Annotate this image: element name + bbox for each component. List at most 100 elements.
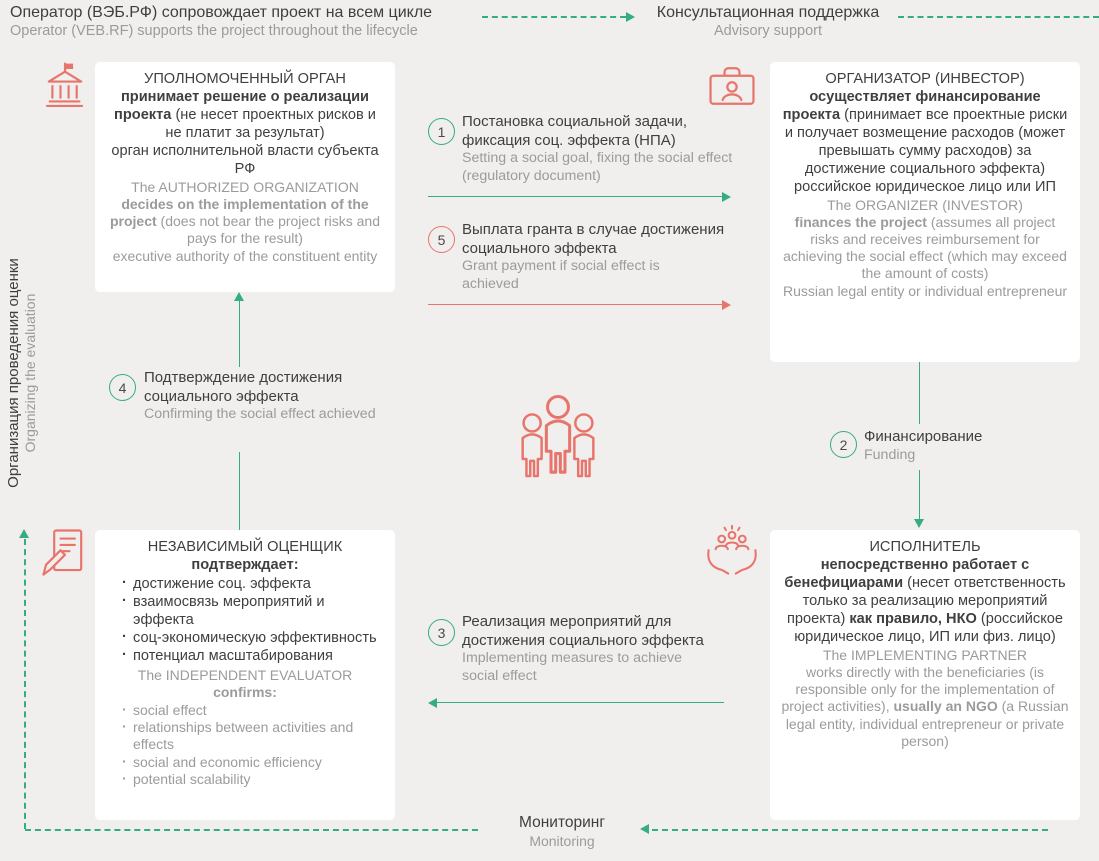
organizer-sub-ru: российское юридическое лицо или ИП: [794, 178, 1056, 195]
advisory-label-en: Advisory support: [714, 23, 822, 39]
step-1-number: 1: [437, 123, 446, 140]
implementer-text-ru: непосредственно работает с бенефициарами…: [781, 557, 1069, 647]
organizer-bold-ru: осуществляет финансирование проекта: [782, 88, 1041, 123]
step-4-text-en: Confirming the social effect achieved: [144, 406, 376, 423]
monitoring-dashed-line-right: [652, 829, 1048, 831]
authorized-text-ru: принимает решение о реализации проекта (…: [106, 89, 384, 143]
step-3-arrowhead-icon: [428, 698, 437, 708]
step-2-number: 2: [839, 436, 848, 453]
step-2-text-en: Funding: [864, 446, 916, 463]
authorized-organization-card: УПОЛНОМОЧЕННЫЙ ОРГАН принимает решение о…: [95, 62, 395, 292]
evaluator-bullet-ru: достижение соц. эффекта: [120, 575, 384, 594]
step-4-badge: 4: [109, 374, 136, 401]
monitoring-up-arrowhead-icon: [19, 529, 29, 538]
evaluator-bullet-ru: соц-экономическую эффективность: [120, 629, 384, 648]
implementer-title-en: The IMPLEMENTING PARTNER: [822, 646, 1028, 663]
step-1-badge: 1: [428, 118, 455, 145]
organizer-note-ru: (принимает все проектные риски и получае…: [784, 106, 1068, 177]
organizer-investor-card: ОРГАНИЗАТОР (ИНВЕСТОР) осуществляет фина…: [770, 62, 1080, 362]
authorized-title-en: The AUTHORIZED ORGANIZATION: [131, 178, 359, 195]
monitoring-arrowhead-icon: [640, 824, 649, 834]
evaluator-bullet-ru: потенциал масштабирования: [120, 647, 384, 666]
step-2-arrow-line-lower: [919, 470, 920, 519]
step-4-number: 4: [118, 379, 127, 396]
implementer-bold-en: usually an NGO: [893, 698, 998, 715]
evaluator-bullets-ru: достижение соц. эффекта взаимосвязь меро…: [120, 575, 384, 666]
evaluator-title-ru: НЕЗАВИСИМЫЙ ОЦЕНЩИК: [147, 539, 343, 555]
organizer-text-en: finances the project (assumes all projec…: [781, 214, 1069, 283]
advisory-label-ru: Консультационная поддержка: [656, 4, 880, 21]
people-group-icon: [521, 395, 595, 478]
step-2-text-ru: Финансирование: [864, 428, 983, 445]
evaluator-title-en: The INDEPENDENT EVALUATOR: [137, 666, 353, 683]
step-4-arrowhead-icon: [234, 292, 244, 301]
authorized-sub-ru: орган исполнительной власти субъекта РФ: [111, 142, 379, 177]
step-3-text-ru: Реализация мероприятий для достижения со…: [462, 613, 704, 649]
authorized-sub-en: executive authority of the constituent e…: [112, 247, 378, 264]
evaluator-bullet-en: relationships between activities and eff…: [120, 718, 384, 753]
step-5-text: Выплата гранта в случае достижения социа…: [462, 221, 734, 293]
authorized-title-ru: УПОЛНОМОЧЕННЫЙ ОРГАН: [144, 71, 346, 87]
step-3-arrow-line: [437, 702, 724, 703]
step-2-arrowhead-icon: [914, 519, 924, 528]
organizer-sub-en: Russian legal entity or individual entre…: [782, 282, 1068, 299]
step-3-text: Реализация мероприятий для достижения со…: [462, 613, 742, 685]
evaluator-bullets-en: social effect relationships between acti…: [120, 701, 384, 788]
step-5-arrow-line: [428, 304, 724, 305]
implementer-note2-ru: (российское юридическое лицо, ИП или физ…: [794, 610, 1063, 645]
evaluator-bullet-en: social effect: [120, 701, 384, 719]
step-5-text-ru: Выплата гранта в случае достижения социа…: [462, 221, 725, 257]
independent-evaluator-card: НЕЗАВИСИМЫЙ ОЦЕНЩИК подтверждает: достиж…: [95, 530, 395, 820]
evaluation-side-label-en: Organizing the evaluation: [22, 293, 38, 453]
evaluation-side-label: Организация проведения оценки Organizing…: [5, 223, 45, 523]
step-4-arrow-line-lower: [239, 452, 240, 530]
monitoring-label-ru: Мониторинг: [519, 814, 605, 831]
step-5-badge: 5: [428, 226, 455, 253]
implementer-title-ru: ИСПОЛНИТЕЛЬ: [869, 539, 981, 555]
advisory-arrowhead-icon: [626, 12, 635, 22]
evaluator-bold-ru: подтверждает:: [191, 556, 299, 573]
authorized-note-en: (does not bear the project risks and pay…: [160, 213, 381, 247]
implementer-bold2-ru: как правило, НКО: [849, 610, 977, 627]
pen-document-icon: [42, 529, 83, 576]
step-2-text: Финансирование Funding: [864, 428, 1024, 464]
step-1-text: Постановка социальной задачи, фиксация с…: [462, 113, 734, 185]
evaluator-bullet-en: social and economic efficiency: [120, 753, 384, 771]
operator-label: Оператор (ВЭБ.РФ) сопровождает проект на…: [10, 4, 432, 39]
implementer-text-en: works directly with the beneficiaries (i…: [781, 663, 1069, 749]
operator-label-en: Operator (VEB.RF) supports the project t…: [10, 23, 418, 39]
step-3-text-en: Implementing measures to achieve social …: [462, 650, 683, 684]
briefcase-person-icon: [709, 67, 755, 105]
advisory-dashed-line-right: [898, 16, 1099, 18]
evaluation-side-label-ru: Организация проведения оценки: [5, 258, 22, 488]
step-4-text-ru: Подтверждение достижения социального эфф…: [144, 369, 343, 405]
operator-label-ru: Оператор (ВЭБ.РФ) сопровождает проект на…: [10, 4, 433, 21]
step-1-text-en: Setting a social goal, fixing the social…: [462, 150, 733, 184]
evaluator-bullet-en: potential scalability: [120, 770, 384, 788]
monitoring-dashed-line-vertical: [24, 539, 26, 829]
authorized-bold-en: decides on the implementation of the pro…: [109, 195, 369, 230]
monitoring-label-en: Monitoring: [529, 833, 595, 849]
step-3-number: 3: [437, 624, 446, 641]
step-1-arrowhead-icon: [722, 192, 731, 202]
organizer-title-en: The ORGANIZER (INVESTOR): [827, 196, 1023, 213]
monitoring-dashed-line-left: [25, 829, 478, 831]
implementer-note-en: (a Russian legal entity, individual entr…: [785, 698, 1069, 749]
step-2-arrow-line-upper: [919, 362, 920, 424]
authorized-note-ru: (не несет проектных рисков и не платит з…: [165, 106, 376, 141]
step-5-arrowhead-icon: [722, 300, 731, 310]
authorized-bold-ru: принимает решение о реализации проекта: [114, 88, 370, 123]
implementing-partner-card: ИСПОЛНИТЕЛЬ непосредственно работает с б…: [770, 530, 1080, 820]
monitoring-label: Мониторинг Monitoring: [482, 814, 642, 849]
organizer-note-en: (assumes all project risks and receives …: [783, 213, 1067, 282]
implementer-note-ru: (несет ответственность только за реализа…: [787, 574, 1066, 627]
step-5-number: 5: [437, 231, 446, 248]
advisory-label: Консультационная поддержка Advisory supp…: [648, 4, 888, 39]
implementer-bold-ru: непосредственно работает с бенефициарами: [784, 556, 1030, 591]
step-4-arrow-line-upper: [239, 301, 240, 367]
step-2-badge: 2: [830, 431, 857, 458]
evaluator-bullet-ru: взаимосвязь мероприятий и эффекта: [120, 593, 384, 630]
step-4-text: Подтверждение достижения социального эфф…: [144, 369, 382, 424]
step-3-badge: 3: [428, 619, 455, 646]
